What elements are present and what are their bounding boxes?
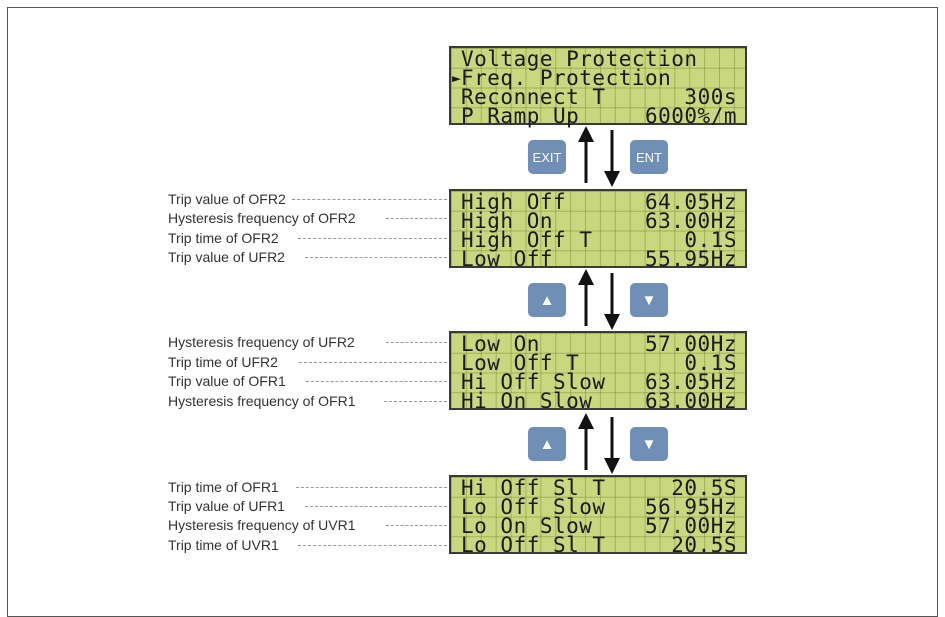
annotation-label: Trip value of UFR1 [168, 498, 285, 514]
lcd-row-text: Hi Off Sl T [461, 476, 606, 500]
lcd-row-value: 0.1S [684, 351, 737, 375]
lcd-screen-freq-page-1: High Off 64.05Hz High On 63.00Hz High Off … [449, 189, 747, 271]
leader-line [386, 342, 447, 343]
up-key-icon: ▲ [528, 427, 566, 461]
lcd-row-value: 57.00Hz [644, 514, 737, 538]
down-key-icon: ▼ [630, 283, 668, 317]
leader-line [292, 199, 447, 200]
lcd-row: High Off 64.05Hz [461, 190, 737, 214]
lcd-row: Lo Off Slow 56.95Hz [461, 495, 737, 519]
lcd-screen-main-menu: Voltage Protection ►Freq. Protection Rec… [449, 46, 747, 128]
lcd-row-value: 55.95Hz [644, 247, 737, 271]
ent-key: ENT [630, 140, 668, 174]
annotation-label: Trip time of OFR1 [168, 479, 279, 495]
lcd-row-value: 63.05Hz [644, 370, 737, 394]
lcd-row-value: 63.00Hz [644, 389, 737, 413]
annotation-label: Hysteresis frequency of OFR2 [168, 210, 356, 226]
leader-line [386, 218, 447, 219]
down-arrow-icon [604, 130, 620, 187]
lcd-row-text: High On [461, 209, 554, 233]
lcd-row: High On 63.00Hz [461, 209, 737, 233]
leader-line [305, 257, 447, 258]
lcd-row-text: Lo Off Slow [461, 495, 606, 519]
annotation-label: Trip value of UFR2 [168, 249, 285, 265]
lcd-row-text: High Off T [461, 228, 593, 252]
lcd-row: Voltage Protection [461, 47, 737, 71]
lcd-row: ►Freq. Protection [452, 66, 737, 90]
lcd-row-text: Lo Off Sl T [461, 533, 606, 557]
annotation-label: Trip value of OFR2 [168, 191, 286, 207]
lcd-row-value: 6000%/m [644, 104, 737, 128]
lcd-row-text: Freq. Protection [461, 66, 672, 90]
lcd-row-value: 20.5S [671, 476, 737, 500]
lcd-row-value: 20.5S [671, 533, 737, 557]
lcd-row-value: 64.05Hz [644, 190, 737, 214]
leader-line [296, 487, 447, 488]
lcd-row-text: High Off [461, 190, 567, 214]
lcd-row: High Off T 0.1S [461, 228, 737, 252]
leader-line [306, 381, 447, 382]
lcd-row-text: Low On [461, 332, 540, 356]
leader-line [299, 362, 447, 363]
down-arrow-icon [604, 273, 620, 330]
lcd-row: Lo On Slow 57.00Hz [461, 514, 737, 538]
down-key-icon: ▼ [630, 427, 668, 461]
lcd-row: Low Off T 0.1S [461, 351, 737, 375]
menu-cursor-icon: ► [452, 69, 462, 87]
lcd-row-text: Hi Off Slow [461, 370, 606, 394]
lcd-row: P Ramp Up 6000%/m [461, 104, 737, 128]
lcd-row: Low On 57.00Hz [461, 332, 737, 356]
annotation-label: Hysteresis frequency of UFR2 [168, 334, 355, 350]
lcd-row-text: Low Off T [461, 351, 580, 375]
leader-line [298, 238, 447, 239]
up-arrow-icon [578, 126, 594, 183]
leader-line [386, 525, 447, 526]
lcd-row-text: Reconnect T [461, 85, 606, 109]
lcd-row: Hi Off Sl T 20.5S [461, 476, 737, 500]
lcd-row-text: Lo On Slow [461, 514, 593, 538]
lcd-row: Hi Off Slow 63.05Hz [461, 370, 737, 394]
annotation-label: Trip time of OFR2 [168, 230, 279, 246]
annotation-label: Hysteresis frequency of OFR1 [168, 393, 356, 409]
annotation-label: Trip time of UVR1 [168, 537, 279, 553]
lcd-row-text: Hi On Slow [461, 389, 593, 413]
lcd-row: Reconnect T 300s [461, 85, 737, 109]
lcd-row: Lo Off Sl T 20.5S [461, 533, 737, 557]
lcd-row-value: 300s [684, 85, 737, 109]
lcd-row: Low Off 55.95Hz [461, 247, 737, 271]
annotation-label: Trip value of OFR1 [168, 373, 286, 389]
lcd-row-text: Low Off [461, 247, 554, 271]
lcd-screen-freq-page-3: Hi Off Sl T 20.5S Lo Off Slow 56.95Hz Lo O… [449, 475, 747, 557]
lcd-row-value: 0.1S [684, 228, 737, 252]
lcd-screen-freq-page-2: Low On 57.00Hz Low Off T 0.1S Hi Off Slow 6… [449, 331, 747, 413]
up-key-icon: ▲ [528, 283, 566, 317]
lcd-row: Hi On Slow 63.00Hz [461, 389, 737, 413]
lcd-row-value: 56.95Hz [644, 495, 737, 519]
up-arrow-icon [578, 269, 594, 326]
leader-line [298, 545, 447, 546]
annotation-label: Hysteresis frequency of UVR1 [168, 517, 356, 533]
lcd-row-text: Voltage Protection [461, 47, 698, 71]
up-arrow-icon [578, 413, 594, 470]
leader-line [384, 401, 447, 402]
leader-line [305, 506, 447, 507]
down-arrow-icon [604, 417, 620, 474]
lcd-row-value: 57.00Hz [644, 332, 737, 356]
lcd-row-value: 63.00Hz [644, 209, 737, 233]
annotation-label: Trip time of UFR2 [168, 354, 278, 370]
exit-key: EXIT [528, 140, 566, 174]
lcd-row-text: P Ramp Up [461, 104, 580, 128]
